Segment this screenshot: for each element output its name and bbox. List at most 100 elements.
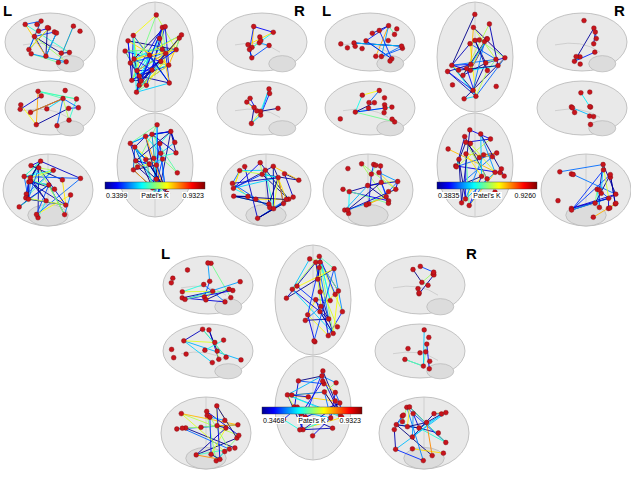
brain-outline (217, 13, 307, 71)
region-node (242, 164, 247, 169)
region-node (63, 203, 68, 208)
region-node (39, 94, 44, 99)
region-node (418, 350, 423, 355)
region-node (267, 43, 272, 48)
region-node (271, 206, 276, 211)
connection-line (184, 329, 203, 341)
region-node (284, 197, 289, 202)
brain-outline (325, 13, 415, 71)
region-node (392, 427, 397, 432)
connection-line (203, 329, 227, 357)
region-node (174, 47, 179, 52)
region-node (377, 170, 382, 175)
midline (475, 113, 476, 217)
connection-line (128, 41, 130, 63)
region-node (206, 261, 211, 266)
region-node (185, 268, 190, 273)
region-node (432, 411, 437, 416)
region-node (318, 309, 323, 314)
connection-line (407, 407, 409, 427)
connection-line (41, 161, 81, 178)
connection-line (394, 430, 395, 450)
region-node (423, 349, 428, 354)
region-node (587, 114, 592, 119)
region-node (386, 201, 391, 206)
region-node (180, 289, 185, 294)
region-node (158, 151, 163, 156)
region-node (78, 176, 83, 181)
connection-line (452, 65, 471, 70)
region-node (313, 260, 318, 265)
colorbar-label: 0.9260 (514, 192, 537, 199)
region-node (248, 96, 253, 101)
brain-outline (5, 81, 95, 135)
region-node (303, 318, 308, 323)
region-node (171, 355, 176, 360)
region-node (128, 141, 133, 146)
connection-line (456, 137, 464, 167)
connection-line (469, 176, 481, 205)
region-node (333, 292, 338, 297)
region-node (60, 178, 65, 183)
region-node (254, 109, 259, 114)
region-node (464, 66, 469, 71)
connection-line (462, 130, 470, 203)
region-node (317, 254, 322, 259)
connection-line (132, 50, 176, 81)
region-node (17, 205, 22, 210)
connection-line (46, 28, 48, 57)
connection-line (25, 24, 46, 56)
connection-line (463, 42, 485, 76)
region-node (74, 97, 79, 102)
connection-line (260, 163, 289, 200)
region-node (494, 57, 499, 62)
region-node (212, 340, 217, 345)
connection-line (595, 175, 610, 204)
region-node (61, 96, 66, 101)
region-node (214, 404, 219, 409)
region-node (163, 51, 168, 56)
connection-line (205, 340, 224, 350)
connection-line (396, 449, 424, 460)
connection-line (489, 24, 498, 66)
region-node (467, 203, 472, 208)
region-node (134, 90, 139, 95)
connection-line (287, 376, 322, 395)
region-node (203, 348, 208, 353)
region-node (477, 38, 482, 43)
region-node (147, 53, 152, 58)
region-node (468, 41, 473, 46)
region-node (373, 54, 378, 59)
region-node (328, 416, 333, 421)
region-node (557, 169, 562, 174)
region-node (18, 107, 23, 112)
connection-line (233, 178, 278, 189)
region-node (394, 27, 399, 32)
region-node (338, 117, 343, 122)
connection-line (396, 413, 446, 450)
connection-line (209, 330, 219, 359)
region-node (403, 357, 408, 362)
connection-line (31, 99, 64, 113)
hemisphere-label: R (614, 3, 625, 18)
region-node (179, 33, 184, 38)
connection-line (278, 178, 286, 200)
region-node (276, 175, 281, 180)
region-node (239, 358, 244, 363)
region-node (345, 208, 350, 213)
region-node (446, 147, 451, 152)
region-node (322, 390, 327, 395)
cerebellum-outline (427, 364, 454, 379)
region-node (180, 426, 185, 431)
region-node (36, 29, 41, 34)
region-node (367, 100, 372, 105)
region-node (597, 205, 602, 210)
region-node (494, 151, 499, 156)
region-node (450, 83, 455, 88)
connection-line (184, 341, 215, 343)
region-node (487, 22, 492, 27)
region-node (474, 94, 479, 99)
region-node (267, 91, 272, 96)
connection-line (233, 163, 260, 189)
